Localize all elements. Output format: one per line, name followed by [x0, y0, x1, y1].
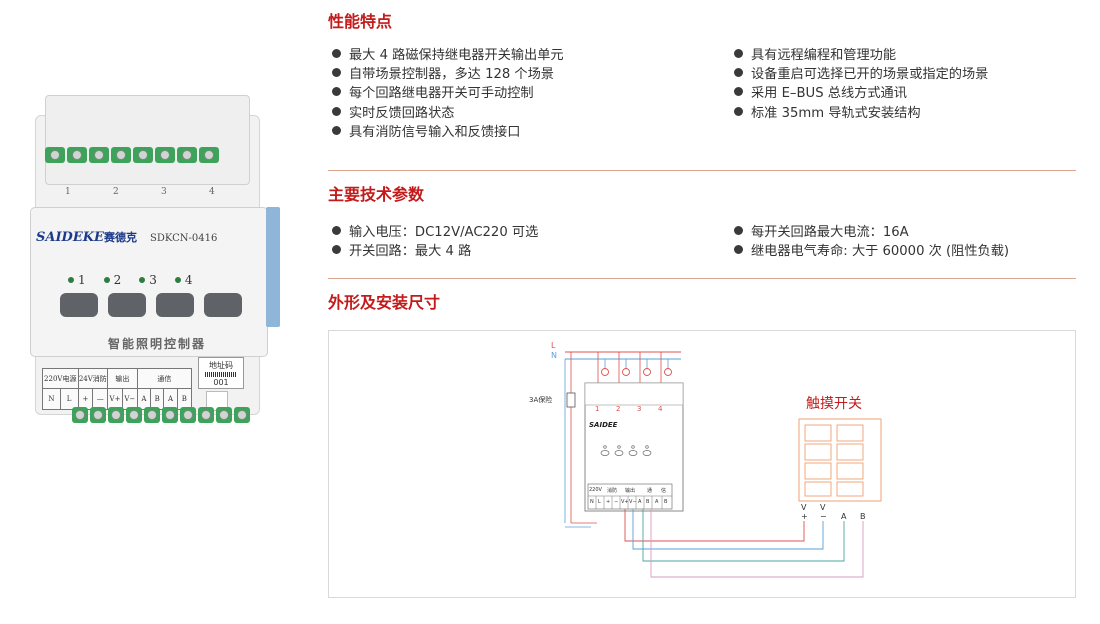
- features-list-right: 具有远程编程和管理功能 设备重启可选择已开的场景或指定的场景 采用 E–BUS …: [734, 44, 988, 121]
- manual-switch-button: [60, 293, 98, 317]
- terminal-header: 消防: [607, 488, 618, 494]
- list-item: 每开关回路最大电流：16A: [734, 221, 1009, 240]
- channel-number: 2: [113, 187, 119, 197]
- terminal-pin: A: [638, 499, 642, 505]
- line-n-label: N: [551, 351, 557, 360]
- specs-list-right: 每开关回路最大电流：16A 继电器电气寿命: 大于 60000 次 (阻性负载): [734, 221, 1009, 259]
- product-label: 智能照明控制器: [108, 337, 207, 351]
- module-terminal-block: [587, 483, 673, 510]
- list-item: 具有远程编程和管理功能: [734, 44, 988, 63]
- channel-number: 3: [161, 187, 167, 197]
- section-title-dimensions: 外形及安装尺寸: [328, 293, 441, 312]
- switch-terminal: A: [841, 512, 847, 521]
- section-divider: [328, 170, 1076, 171]
- manual-switch-button: [156, 293, 194, 317]
- brand-logo: SAIDEKE赛德克: [36, 230, 137, 245]
- wiring-diagram-lines: [564, 351, 882, 578]
- bullet-icon: [734, 245, 743, 255]
- terminal-pin: A: [655, 499, 659, 505]
- lamp-icons: [601, 368, 672, 376]
- bullet-icon: [734, 68, 743, 78]
- terminal-pin: B: [664, 499, 668, 505]
- led-dot-icon: [139, 277, 146, 283]
- list-item: 标准 35mm 导轨式安装结构: [734, 102, 988, 121]
- list-item: 每个回路继电器开关可手动控制: [332, 82, 564, 101]
- terminal-header: 通: [647, 488, 653, 494]
- section-title-features: 性能特点: [328, 12, 393, 31]
- led-dot-icon: [103, 277, 110, 283]
- terminal-header: 信: [661, 488, 667, 494]
- address-code-label: 地址码 001: [198, 357, 244, 389]
- switch-terminal: B: [860, 512, 866, 521]
- section-divider: [328, 278, 1076, 279]
- manual-switch-button: [108, 293, 146, 317]
- features-list-left: 最大 4 路磁保持继电器开关输出单元 自带场景控制器，多达 128 个场景 每个…: [332, 44, 564, 140]
- device-side-label: [266, 207, 280, 327]
- led-indicator: 2: [103, 273, 121, 287]
- specs-list-left: 输入电压：DC12V/AC220 可选 开关回路：最大 4 路: [332, 221, 538, 259]
- terminal-pin: +: [606, 499, 611, 505]
- product-image: 1 2 3 4 SAIDEKE赛德克 SDKCN-0416 1 2 3 4 智能…: [20, 85, 280, 445]
- model-number: SDKCN-0416: [150, 233, 218, 244]
- bullet-icon: [332, 245, 341, 255]
- fuse-label: 3A保险: [529, 396, 553, 404]
- list-item: 输入电压：DC12V/AC220 可选: [332, 221, 538, 240]
- device-top-cover: [45, 95, 250, 185]
- bullet-icon: [332, 87, 341, 97]
- switch-terminal: V: [801, 503, 807, 512]
- list-item: 实时反馈回路状态: [332, 102, 564, 121]
- list-item: 继电器电气寿命: 大于 60000 次 (阻性负载): [734, 240, 1009, 259]
- led-indicator: 1: [68, 273, 86, 287]
- list-item: 具有消防信号输入和反馈接口: [332, 121, 564, 140]
- list-item: 开关回路：最大 4 路: [332, 240, 538, 259]
- terminal-header: 220V: [589, 487, 602, 493]
- switch-terminal: −: [820, 512, 827, 521]
- terminal-pin: −: [614, 499, 619, 505]
- bullet-icon: [332, 125, 341, 135]
- switch-terminal: +: [801, 512, 808, 521]
- led-dot-icon: [174, 277, 181, 283]
- terminal-pin: V−: [629, 499, 637, 505]
- bullet-icon: [734, 106, 743, 116]
- channel-number: 4: [209, 187, 215, 197]
- terminal-pin: L: [598, 499, 601, 505]
- top-terminal-screws: [45, 147, 219, 163]
- bullet-icon: [332, 106, 341, 116]
- led-indicator: 4: [174, 273, 193, 287]
- list-item: 采用 E–BUS 总线方式通讯: [734, 82, 988, 101]
- manual-switch-button: [204, 293, 242, 317]
- bullet-icon: [332, 49, 341, 59]
- line-l-label: L: [551, 341, 556, 350]
- terminal-label-table: 220V电源 24V消防 输出 通信 N L + — V+ V− A B A B: [42, 368, 192, 410]
- list-item: 设备重启可选择已开的场景或指定的场景: [734, 63, 988, 82]
- section-title-specs: 主要技术参数: [328, 185, 425, 204]
- terminal-pin: B: [646, 499, 650, 505]
- bullet-icon: [332, 68, 341, 78]
- manual-buttons: [60, 293, 242, 317]
- list-item: 最大 4 路磁保持继电器开关输出单元: [332, 44, 564, 63]
- barcode-icon: [205, 372, 237, 377]
- wiring-diagram: L N 3A保险 1 2 3 4 SAIDEE 220V 消防 输出 通 信 N…: [328, 330, 1076, 598]
- bullet-icon: [734, 87, 743, 97]
- channel-label: 2: [616, 405, 621, 413]
- channel-label: 3: [637, 405, 642, 413]
- touch-switch-title: 触摸开关: [806, 396, 862, 412]
- channel-number: 1: [65, 187, 71, 197]
- module-brand: SAIDEE: [589, 421, 618, 429]
- channel-label: 4: [658, 405, 663, 413]
- bottom-terminal-screws: [72, 407, 250, 423]
- terminal-pin: V+: [621, 499, 629, 505]
- led-dot-icon: [68, 277, 74, 283]
- led-indicators: 1 2 3 4: [68, 273, 193, 287]
- switch-terminal: V: [820, 503, 826, 512]
- list-item: 自带场景控制器，多达 128 个场景: [332, 63, 564, 82]
- bullet-icon: [734, 49, 743, 59]
- bullet-icon: [332, 226, 341, 236]
- terminal-pin: N: [590, 499, 594, 505]
- bullet-icon: [734, 226, 743, 236]
- terminal-header: 输出: [625, 488, 636, 494]
- led-indicator: 3: [139, 273, 157, 287]
- channel-label: 1: [595, 405, 600, 413]
